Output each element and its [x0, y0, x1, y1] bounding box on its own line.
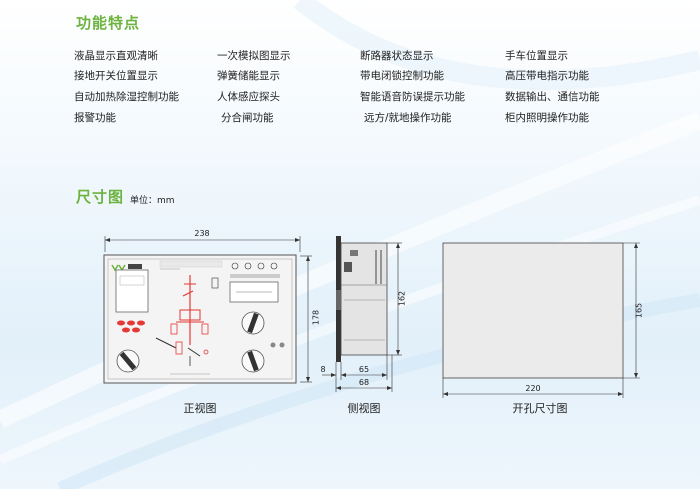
feature-item: 自动加热除湿控制功能 — [74, 91, 179, 103]
front-view-drawing — [103, 236, 312, 384]
front-view-caption: 正视图 — [183, 402, 217, 415]
feature-item: 报警功能 — [74, 112, 116, 124]
feature-item: 弹簧储能显示 — [217, 70, 280, 82]
features-title: 功能特点 — [76, 14, 141, 32]
dimensions-title: 尺寸图 — [76, 188, 125, 206]
feature-item: 高压带电指示功能 — [505, 70, 589, 82]
side-depth-8-label: 8 — [320, 365, 326, 374]
feature-item: 断路器状态显示 — [360, 50, 434, 62]
cutout-height-label: 165 — [634, 302, 644, 319]
cutout-caption: 开孔尺寸图 — [512, 402, 568, 415]
side-depth-65-label: 65 — [358, 365, 370, 374]
feature-item: 智能语音防误提示功能 — [360, 91, 465, 103]
cutout-drawing — [442, 242, 640, 398]
feature-item: 一次模拟图显示 — [217, 50, 291, 62]
feature-item: 接地开关位置显示 — [74, 70, 158, 82]
feature-item: 液晶显示直观清晰 — [74, 50, 158, 62]
feature-item: 数据输出、通信功能 — [505, 91, 600, 103]
front-height-label: 178 — [311, 309, 321, 326]
side-view-caption: 侧视图 — [347, 402, 381, 415]
front-width-label: 238 — [194, 229, 210, 238]
cutout-width-label: 220 — [525, 384, 541, 393]
feature-item: 远方/就地操作功能 — [364, 112, 452, 124]
unit-label: 单位：mm — [130, 196, 175, 206]
feature-item: 人体感应探头 — [217, 91, 280, 103]
feature-item: 柜内照明操作功能 — [505, 112, 589, 124]
side-depth-68-label: 68 — [358, 378, 370, 387]
feature-item: 手车位置显示 — [505, 50, 568, 62]
feature-item: 带电闭锁控制功能 — [360, 70, 444, 82]
feature-item: 分合闸功能 — [221, 112, 274, 124]
side-height-label: 162 — [397, 290, 407, 307]
side-view-drawing — [322, 236, 402, 392]
